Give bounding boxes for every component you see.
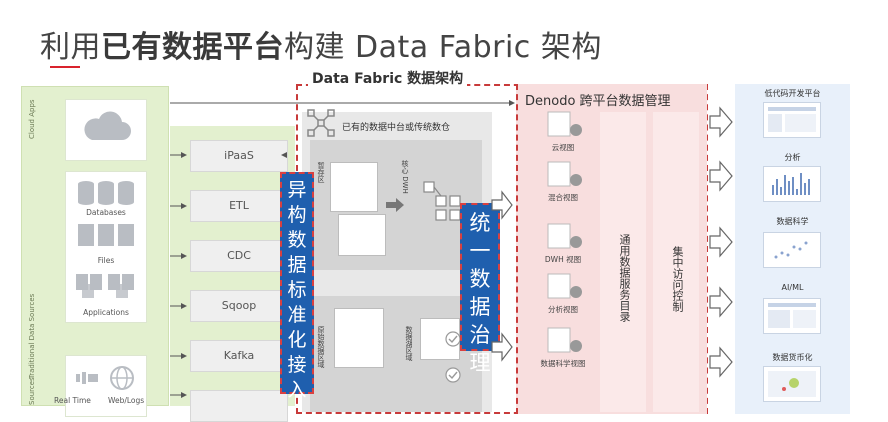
view-hybrid: 混合视图: [532, 160, 594, 203]
check-icon: [445, 331, 461, 347]
arrow-right-icon: [386, 198, 404, 212]
title-underline: [50, 66, 80, 68]
cloud-icon: [84, 111, 131, 140]
view-table-icon: [547, 161, 582, 187]
app-label-analytics: 分析: [784, 153, 801, 162]
lowcode-screen-icon: [768, 107, 816, 132]
heterogeneous-integration-bar: 异构数据标准化接入: [280, 172, 314, 401]
view-cloud: 云视图: [532, 110, 594, 153]
title-part-2: 构建 Data Fabric 架构: [284, 30, 602, 65]
source-label-files: Files: [97, 256, 115, 265]
app-card-ai-ml: [763, 298, 821, 334]
source-label-databases: Databases: [86, 208, 126, 217]
data-fabric-title: Data Fabric 数据架构: [308, 68, 468, 88]
access-control-column: 集中访问控制: [653, 112, 699, 412]
existing-platform-label: 已有的数据中台或传统数仓: [342, 123, 451, 133]
service-catalog-column: 通用数据服务目录: [600, 112, 646, 412]
page-title: 利用已有数据平台构建 Data Fabric 架构: [40, 22, 602, 66]
app-label-ai-ml: AI/ML: [781, 283, 804, 292]
app-card-analytics: [763, 166, 821, 202]
app-card-lowcode: [763, 102, 821, 138]
source-card-traditional: Databases Files Applications: [65, 171, 147, 323]
warehouse-box: 暂存区 核心 DWH: [310, 140, 482, 270]
view-label-analytics: 分析视图: [548, 305, 578, 314]
network-icon: [307, 109, 335, 137]
output-arrows: [709, 106, 733, 378]
method-sqoop: Sqoop: [190, 290, 288, 322]
staging-table-2: [338, 214, 386, 256]
view-table-icon: [547, 223, 582, 249]
source-card-cloud: Cloud: [65, 99, 197, 161]
applications-icon: [76, 274, 134, 298]
app-label-lowcode: 低代码开发平台: [764, 89, 821, 98]
map-icon: [768, 371, 816, 397]
staging-table-1: [330, 162, 378, 212]
method-kafka: Kafka: [190, 340, 288, 372]
view-label-data-science: 数据科学视图: [540, 359, 586, 368]
view-label-dwh: DWH 视图: [544, 255, 582, 264]
service-catalog-label: 通用数据服务目录: [618, 234, 631, 322]
hierarchy-icon: [423, 181, 461, 221]
sources-panel: Cloud Apps Traditional Data Sources Sour…: [21, 86, 197, 417]
governance-arrows: [491, 190, 513, 362]
view-label-hybrid: 混合视图: [548, 193, 578, 202]
source-label-applications: Applications: [83, 308, 129, 317]
scatter-plot-icon: [774, 241, 808, 259]
title-part-bold: 已有数据平台: [101, 30, 284, 65]
view-table-icon: [547, 111, 582, 137]
view-label-cloud: 云视图: [551, 143, 575, 152]
files-icon: [78, 224, 134, 246]
check-icon: [445, 367, 461, 383]
database-icon: [78, 181, 134, 205]
app-label-data-science: 数据科学: [776, 217, 809, 226]
stream-icon: [76, 366, 134, 390]
dwh-label: 核心 DWH: [401, 160, 409, 194]
view-table-icon: [547, 273, 582, 299]
view-table-icon: [547, 327, 582, 353]
raw-table: [334, 308, 384, 368]
method-ipaas: iPaaS: [190, 140, 288, 172]
title-part-1: 利用: [40, 30, 101, 65]
data-lake-box: 原始数据区域 数据湖区域: [310, 296, 482, 412]
access-control-label: 集中访问控制: [671, 246, 684, 312]
view-data-science: 数据科学视图: [532, 326, 594, 369]
raw-zone-label: 原始数据区域: [317, 326, 325, 368]
model-dashboard-icon: [768, 303, 816, 328]
view-dwh: DWH 视图: [532, 222, 594, 265]
unified-governance-bar: 统一数据治理: [460, 203, 500, 375]
integration-methods: iPaaS ETL CDC Sqoop Kafka: [170, 126, 295, 422]
lake-zone-label: 数据湖区域: [405, 326, 413, 361]
bar-chart-icon: [772, 173, 810, 195]
app-card-monetization: [763, 366, 821, 402]
app-label-monetization: 数据货币化: [772, 353, 813, 362]
staging-label: 暂存区: [317, 162, 325, 183]
app-card-data-science: [763, 232, 821, 268]
denodo-title: Denodo 跨平台数据管理: [525, 94, 671, 109]
view-analytics: 分析视图: [532, 272, 594, 315]
method-etl: ETL: [190, 190, 288, 222]
